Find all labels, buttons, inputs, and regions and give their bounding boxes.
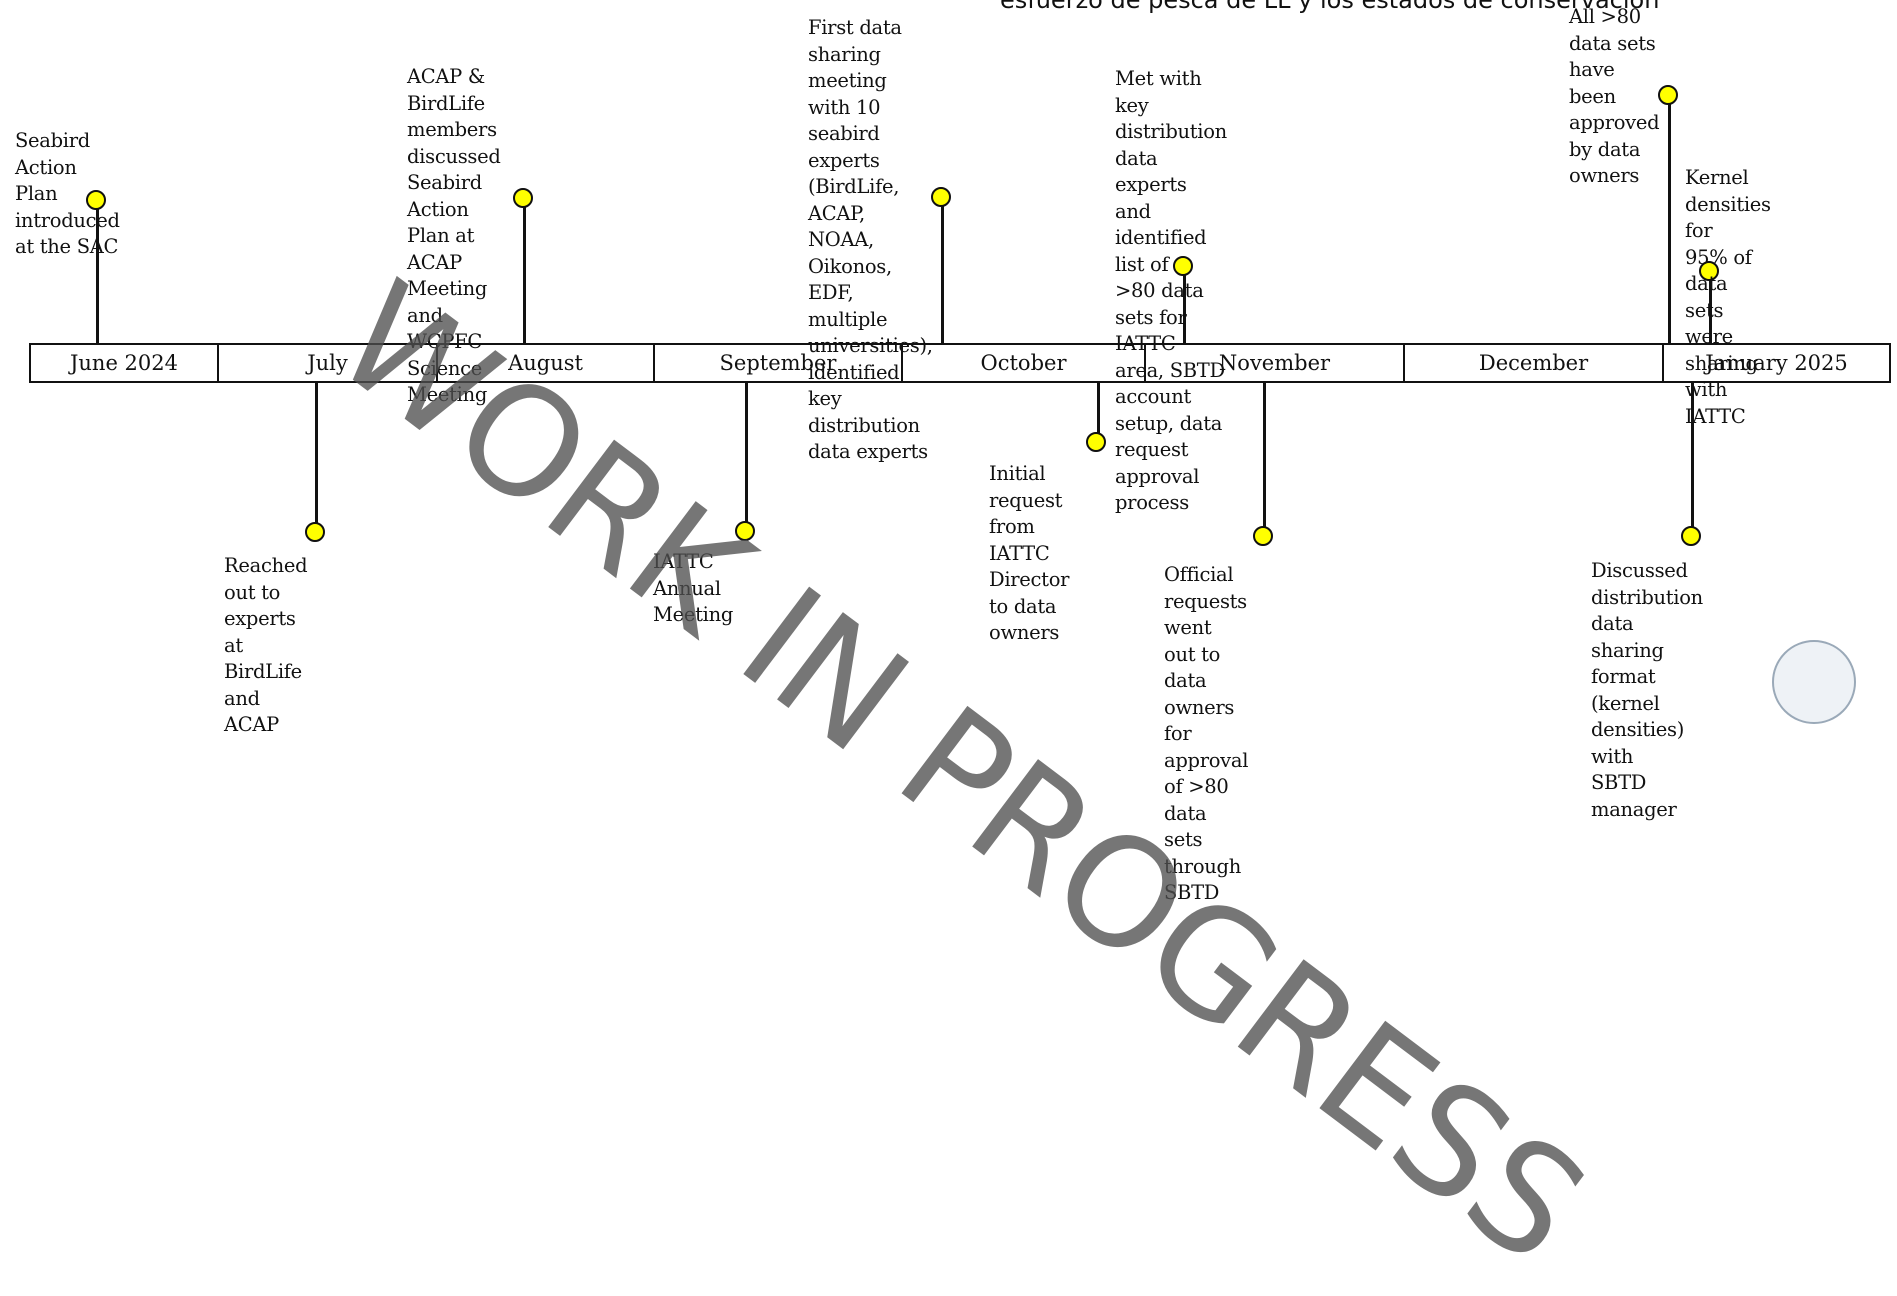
milestone-stem: [1263, 383, 1266, 527]
milestone-stem: [1668, 103, 1671, 343]
month-august: August: [438, 345, 655, 381]
milestone-pin: [1681, 526, 1701, 546]
organization-logo: [1772, 640, 1856, 724]
milestone-pin: [931, 187, 951, 207]
milestone-pin: [86, 190, 106, 210]
milestone-label: Kernel densities for 95% of data sets we…: [1685, 166, 1771, 428]
timeline-diagram: esfuerzo de pesca de LL y los estados de…: [15, 0, 1891, 1296]
milestone-stem: [1097, 383, 1100, 433]
milestone-pin: [735, 521, 755, 541]
milestone-label: Seabird Action Plan introduced at the SA…: [15, 129, 120, 258]
milestone-pin: [305, 522, 325, 542]
milestone-label: ACAP & BirdLife members discussed Seabir…: [407, 65, 501, 406]
milestone-label: IATTC Annual Meeting: [653, 550, 734, 626]
month-september: September: [655, 345, 903, 381]
milestone-label: Discussed distribution data sharing form…: [1591, 559, 1703, 821]
header-caption: esfuerzo de pesca de LL y los estados de…: [1000, 0, 1660, 14]
milestone-stem: [96, 208, 99, 343]
milestone-pin: [1658, 85, 1678, 105]
milestone-label: First data sharing meeting with 10 seabi…: [808, 16, 933, 463]
milestone-pin: [1253, 526, 1273, 546]
milestone-label: Met with key distribution data experts a…: [1115, 67, 1227, 514]
month-november: November: [1146, 345, 1405, 381]
milestone-stem: [941, 206, 944, 343]
milestone-label: Initial request from IATTC Director to d…: [989, 462, 1070, 644]
milestone-stem: [1709, 278, 1712, 343]
milestone-pin: [1173, 256, 1193, 276]
milestone-pin: [513, 188, 533, 208]
milestone-pin: [1699, 261, 1719, 281]
watermark-text: WORK IN PROGRESS: [305, 250, 1614, 1296]
month-october: October: [903, 345, 1146, 381]
milestone-label: Reached out to experts at BirdLife and A…: [224, 554, 308, 736]
month-june-2024: June 2024: [31, 345, 219, 381]
month-july: July: [219, 345, 438, 381]
month-december: December: [1405, 345, 1664, 381]
milestone-stem: [1691, 383, 1694, 527]
milestone-label: All >80 data sets have been approved by …: [1569, 5, 1660, 187]
milestone-pin: [1086, 432, 1106, 452]
milestone-stem: [1183, 273, 1186, 343]
milestone-stem: [523, 207, 526, 343]
milestone-stem: [315, 383, 318, 523]
month-january-2025: January 2025: [1705, 351, 1848, 375]
milestone-label: Official requests went out to data owner…: [1164, 563, 1249, 904]
milestone-stem: [745, 383, 748, 522]
timeline-bar: June 2024 July August September October …: [29, 343, 1891, 383]
